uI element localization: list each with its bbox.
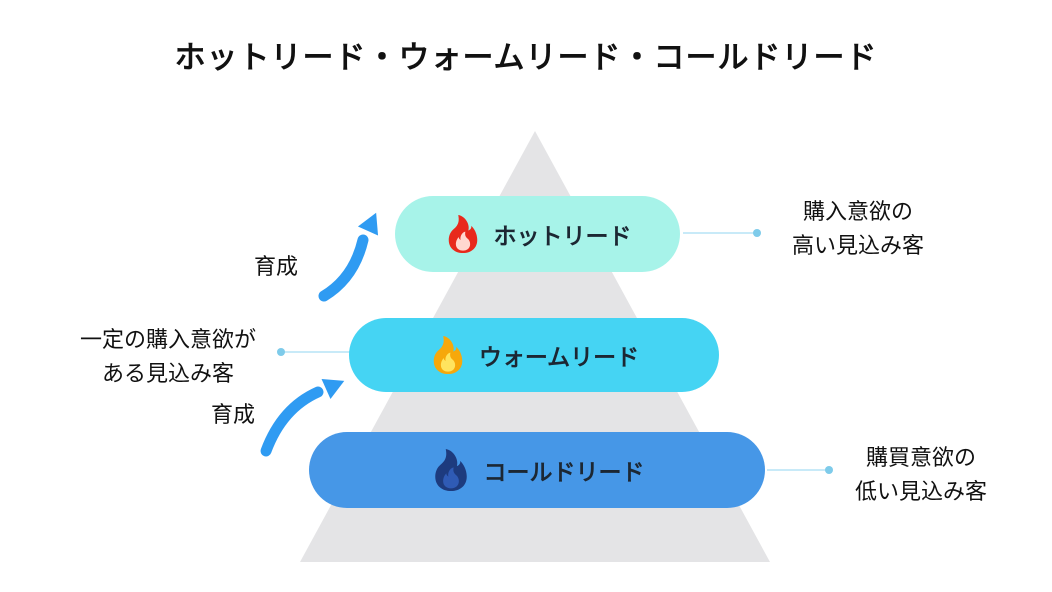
- hot-lead-label: ホットリード: [493, 224, 632, 250]
- annotation-cold-line1: 購買意欲の: [865, 446, 976, 471]
- warm-lead-label: ウォームリード: [478, 345, 640, 371]
- connector-dot-cold: [825, 466, 833, 474]
- level-hot-lead: ホットリード: [395, 196, 680, 272]
- level-warm-lead: ウォームリード: [349, 318, 719, 392]
- annotation-cold-line2: 低い見込み客: [854, 480, 987, 505]
- annotation-hot-line2: 高い見込み客: [791, 234, 924, 259]
- nurture-arrow-upper: [318, 234, 369, 302]
- annotation-warm-line2: ある見込み客: [101, 362, 234, 387]
- annotation-cold: 購買意欲の 低い見込み客: [818, 442, 1024, 510]
- annotation-warm-line1: 一定の購入意欲が: [79, 328, 256, 353]
- cold-flame-icon: [434, 449, 467, 491]
- nurture-label-lower: 育成: [211, 403, 256, 428]
- hot-flame-icon: [448, 215, 477, 253]
- level-cold-lead: コールドリード: [309, 432, 765, 508]
- nurture-arrow-upper-head-icon: [357, 212, 379, 236]
- annotation-warm: 一定の購入意欲が ある見込み客: [55, 324, 281, 392]
- cold-lead-label: コールドリード: [483, 460, 645, 486]
- annotation-hot: 購入意欲の 高い見込み客: [762, 196, 954, 264]
- page-title: ホットリード・ウォームリード・コールドリード: [174, 40, 878, 76]
- annotation-hot-line1: 購入意欲の: [802, 200, 913, 225]
- nurture-arrow-lower: [260, 386, 324, 457]
- connector-dot-hot: [753, 229, 761, 237]
- nurture-arrow-lower-head-icon: [321, 378, 345, 400]
- warm-flame-icon: [433, 336, 463, 374]
- connector-dot-warm: [277, 348, 285, 356]
- nurture-label-upper: 育成: [254, 255, 299, 280]
